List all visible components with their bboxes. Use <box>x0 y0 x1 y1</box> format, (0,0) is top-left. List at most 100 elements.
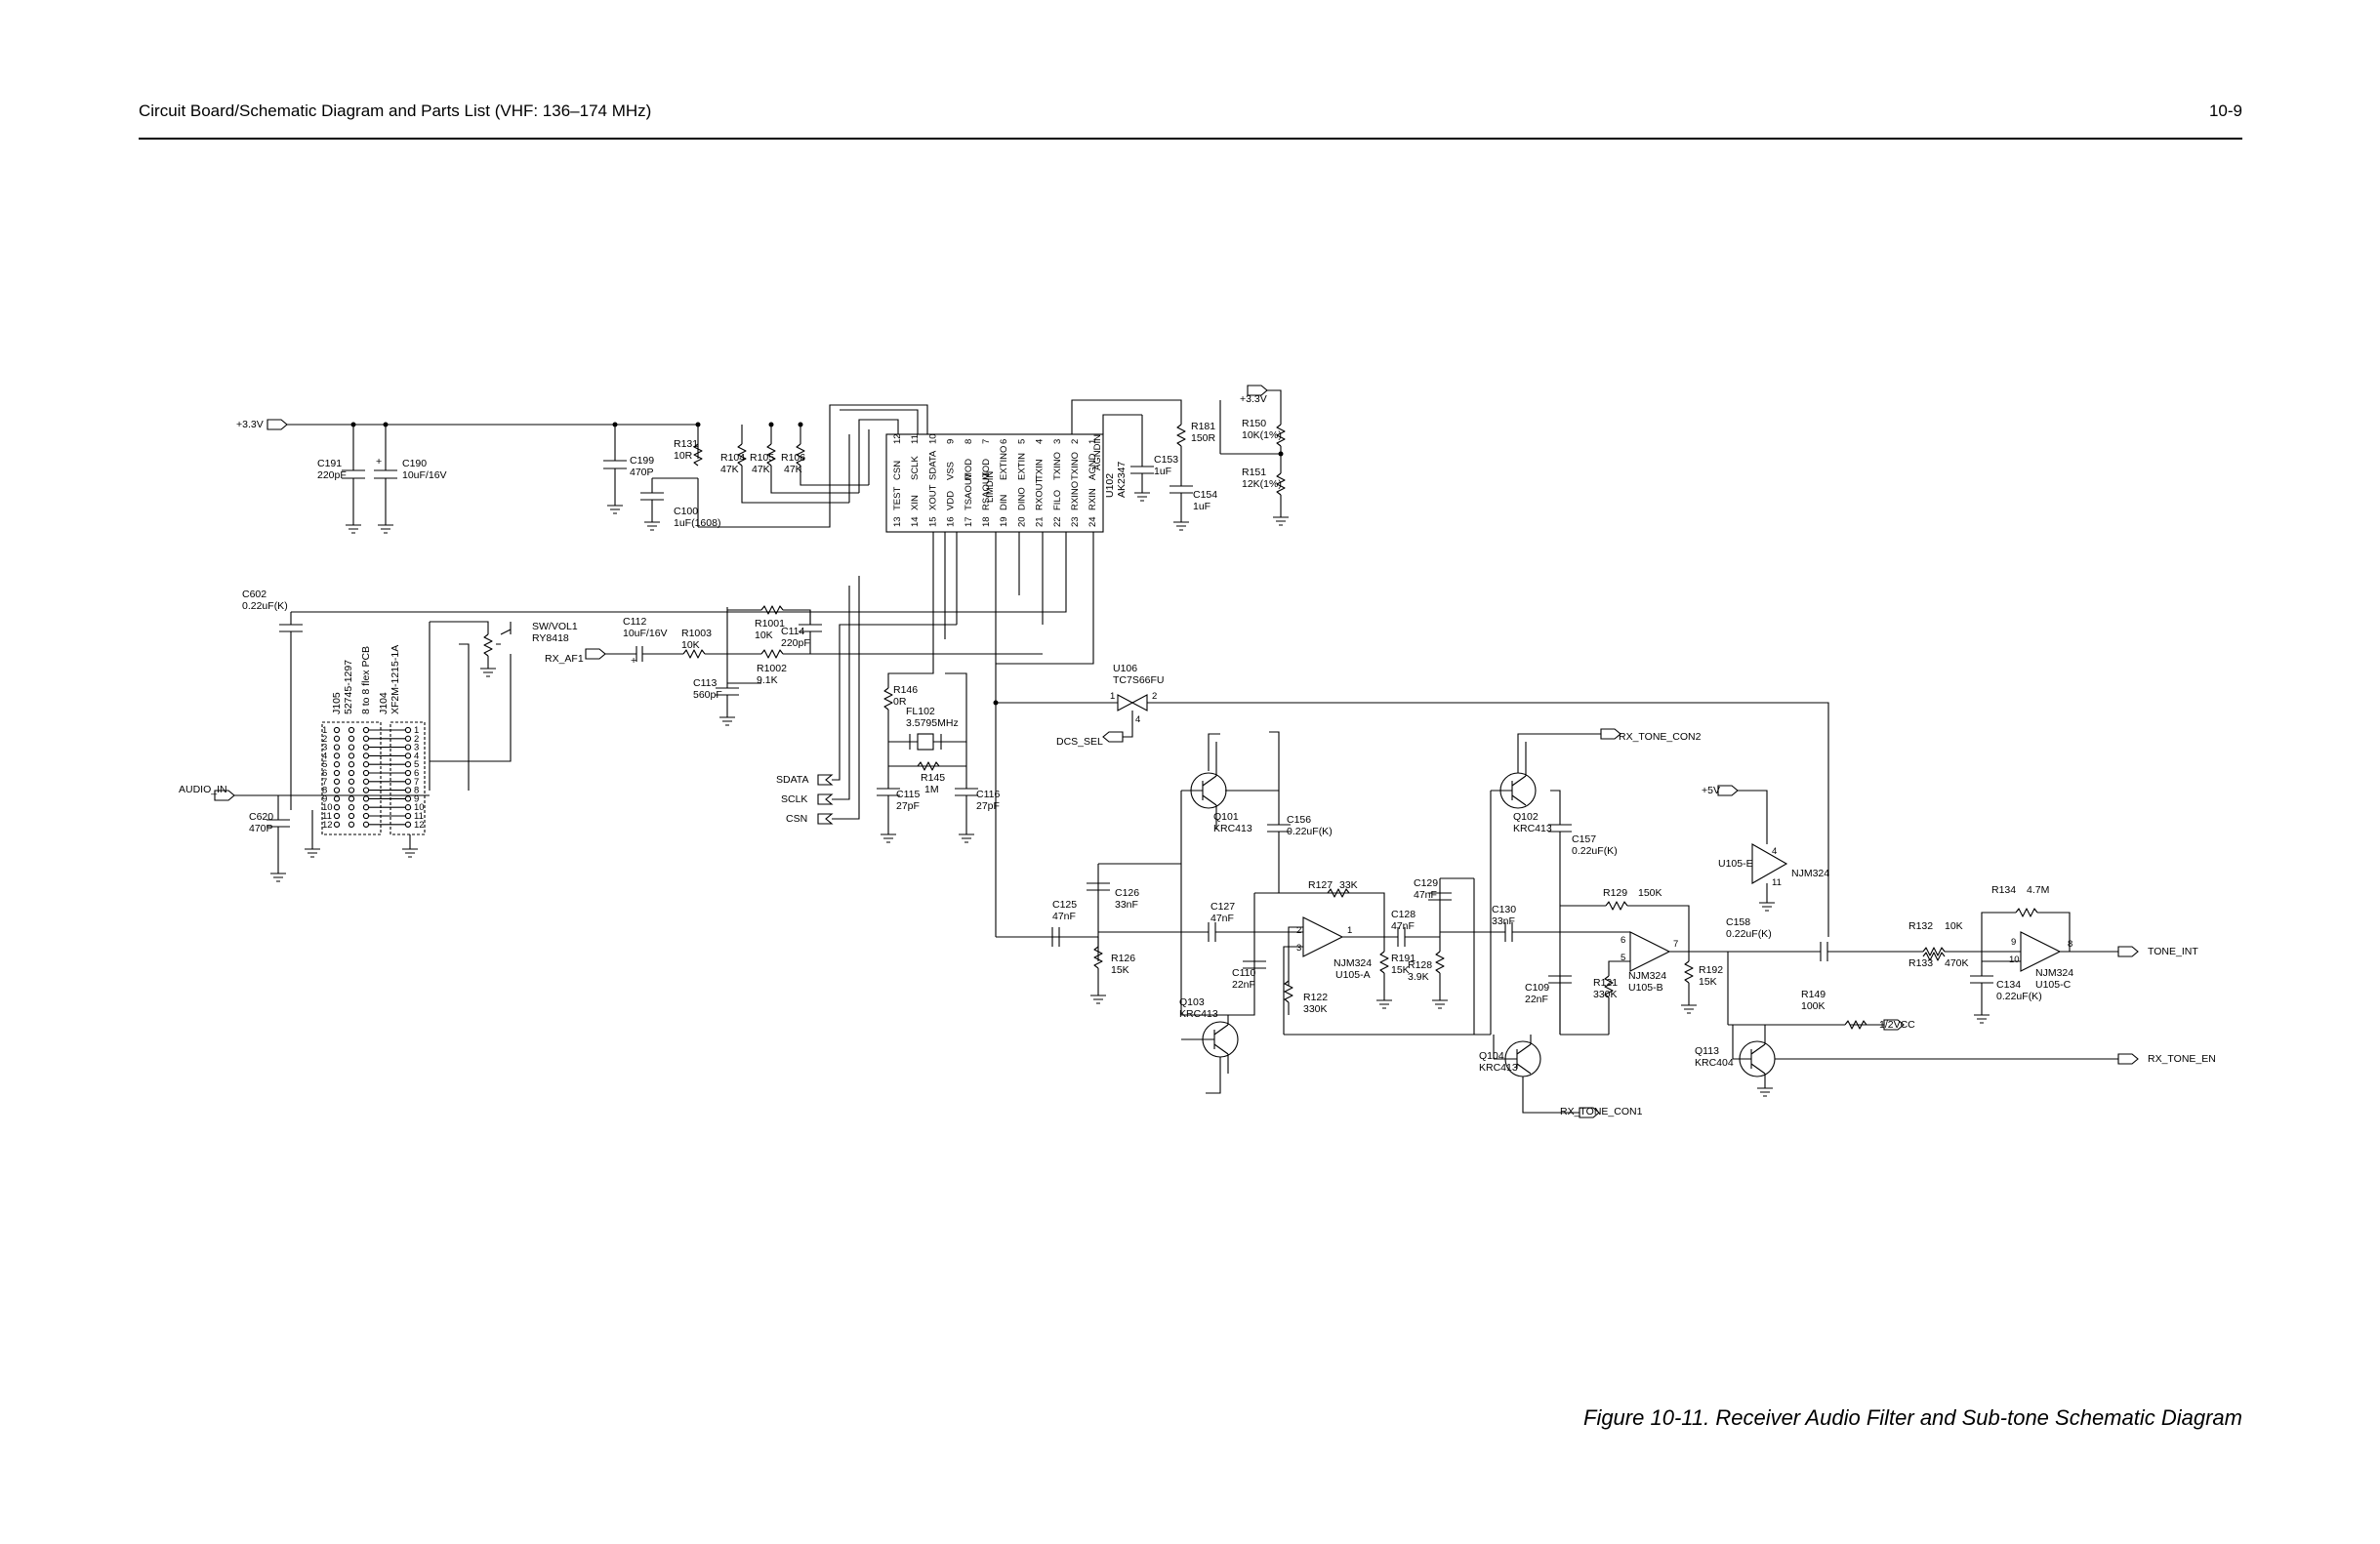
port-rx-af1-label: RX_AF1 <box>545 653 584 665</box>
r132-val: 10K <box>1945 920 1963 932</box>
subtone-labels: RX_TONE_CON2 RX_TONE_CON1 +5V TONE_INT 1… <box>1052 731 2216 1117</box>
u105c-pin8: 8 <box>2068 939 2072 950</box>
q104-val: KRC413 <box>1479 1062 1518 1074</box>
u102-bottom-pin-name: VDD <box>946 491 957 510</box>
u105b-pin6: 6 <box>1621 935 1625 946</box>
r150-ref: R150 <box>1242 418 1266 429</box>
j105-pin-number: 5 <box>322 759 327 770</box>
connector-pin-pad <box>362 735 370 742</box>
connector-pin-pad <box>333 804 341 811</box>
connector-pin-pad <box>333 795 341 802</box>
connector-pin-pad <box>333 821 341 828</box>
q103-ref: Q103 <box>1179 996 1205 1008</box>
c127-val: 47nF <box>1211 913 1234 924</box>
r128-ref: R128 <box>1408 959 1432 971</box>
connector-pin-pad <box>348 795 355 802</box>
supply-rail: +3.3V + <box>236 404 928 534</box>
r105-val: 47K <box>752 464 770 475</box>
u105c-pin10: 10 <box>2009 955 2020 965</box>
connector-pin-pad <box>404 812 412 820</box>
u105e-pin11: 11 <box>1772 877 1782 888</box>
r181-ref: R181 <box>1191 421 1215 432</box>
connector-pin-pad <box>362 752 370 759</box>
connector-pin-pad <box>348 761 355 768</box>
r1001-ref: R1001 <box>755 618 785 630</box>
u102-top-pin-num: 8 <box>964 439 974 444</box>
q101-ref: Q101 <box>1213 811 1239 823</box>
j105-ref: J105 <box>331 692 343 714</box>
connector-pin-pad <box>348 787 355 793</box>
connector-pin-pad <box>362 761 370 768</box>
connector-pin-pad <box>348 752 355 759</box>
port-audio-in-label: AUDIO_IN <box>179 784 227 795</box>
port-dcs-sel-label: DCS_SEL <box>1056 736 1103 748</box>
figure-caption: Figure 10-11. Receiver Audio Filter and … <box>1583 1405 2242 1430</box>
j105-pin-number: 11 <box>322 811 332 822</box>
u105e-ref: U105-E <box>1718 858 1753 870</box>
supply-labels: C191 220pF C190 10uF/16V C199 470P R131 … <box>317 438 805 529</box>
u102-ref: U102 <box>1104 473 1116 498</box>
r1003-val: 10K <box>681 639 700 651</box>
j104-pin-number: 4 <box>414 751 419 761</box>
svg-text:+: + <box>631 655 636 667</box>
r126-ref: R126 <box>1111 953 1135 964</box>
c156-val: 0.22uF(K) <box>1287 826 1333 837</box>
u102-bottom-pin-num: 21 <box>1035 516 1046 527</box>
c109-ref: C109 <box>1525 982 1549 994</box>
connector-pin-pad <box>333 787 341 793</box>
j105-pin-number: 2 <box>322 734 327 745</box>
j104-pin-number: 2 <box>414 734 419 745</box>
u102-top-pin-num: 3 <box>1052 439 1063 444</box>
u102-bottom-pin-num: 24 <box>1087 516 1098 527</box>
j104-pin-number: 11 <box>414 811 424 822</box>
c128-ref: C128 <box>1391 909 1416 920</box>
r149-ref: R149 <box>1801 989 1826 1000</box>
u105e-val: NJM324 <box>1791 868 1829 879</box>
port-csn-label: CSN <box>786 813 807 825</box>
q113-val: KRC404 <box>1695 1057 1734 1069</box>
connector-pin-pad <box>348 769 355 777</box>
connector-pin-pad <box>404 744 412 751</box>
c100-val: 1uF(1608) <box>674 517 720 529</box>
fl102-val: 3.5795MHz <box>906 717 959 729</box>
u102-top-pin-num: 7 <box>981 439 992 444</box>
u102-top-pin-name: TXINO <box>1052 452 1063 480</box>
j104-ref: J104 <box>378 692 390 714</box>
c109-val: 22nF <box>1525 994 1548 1005</box>
connector-pin-pad <box>362 812 370 820</box>
r121-ref: R121 <box>1593 977 1618 989</box>
connector-pin-pad <box>404 795 412 802</box>
r151-val: 12K(1%) <box>1242 478 1282 490</box>
j104-pin-number: 9 <box>414 793 419 804</box>
j104-pin-number: 8 <box>414 786 419 796</box>
connector-pin-pad <box>404 726 412 734</box>
j105-pin-number: 6 <box>322 768 327 779</box>
j105-pin-number: 4 <box>322 751 327 761</box>
u102-bottom-pin-num: 19 <box>999 516 1009 527</box>
u102-val: AK2347 <box>1116 461 1128 498</box>
r191-val: 15K <box>1391 964 1410 976</box>
connector-pin-pad <box>404 752 412 759</box>
r105-ref: R105 <box>750 452 774 464</box>
r131-val: 10R <box>674 450 693 462</box>
connector-pin-pad <box>404 804 412 811</box>
j104-pin-number: 1 <box>414 725 419 736</box>
u102-bottom-pin-name: DIN <box>999 495 1009 511</box>
r132-ref: R132 <box>1908 920 1933 932</box>
u102-top-pin-name: AGND <box>1087 453 1098 480</box>
u102-top-pin-name: TXINO <box>1070 452 1081 480</box>
connector-pin-pad <box>348 821 355 828</box>
u102-bottom-pin-num: 20 <box>1016 516 1027 527</box>
u105b-pin5: 5 <box>1621 953 1625 963</box>
c116-val: 27pF <box>976 800 1000 812</box>
j104-pin-number: 5 <box>414 759 419 770</box>
subtone-filter <box>996 728 2139 1118</box>
c112-ref: C112 <box>623 616 646 628</box>
r129-val: 150K <box>1638 887 1662 899</box>
svg-text:+: + <box>376 456 382 467</box>
c620-val: 470P <box>249 823 273 834</box>
c126-val: 33nF <box>1115 899 1138 911</box>
r1003-ref: R1003 <box>681 628 712 639</box>
r104-val: 47K <box>720 464 739 475</box>
